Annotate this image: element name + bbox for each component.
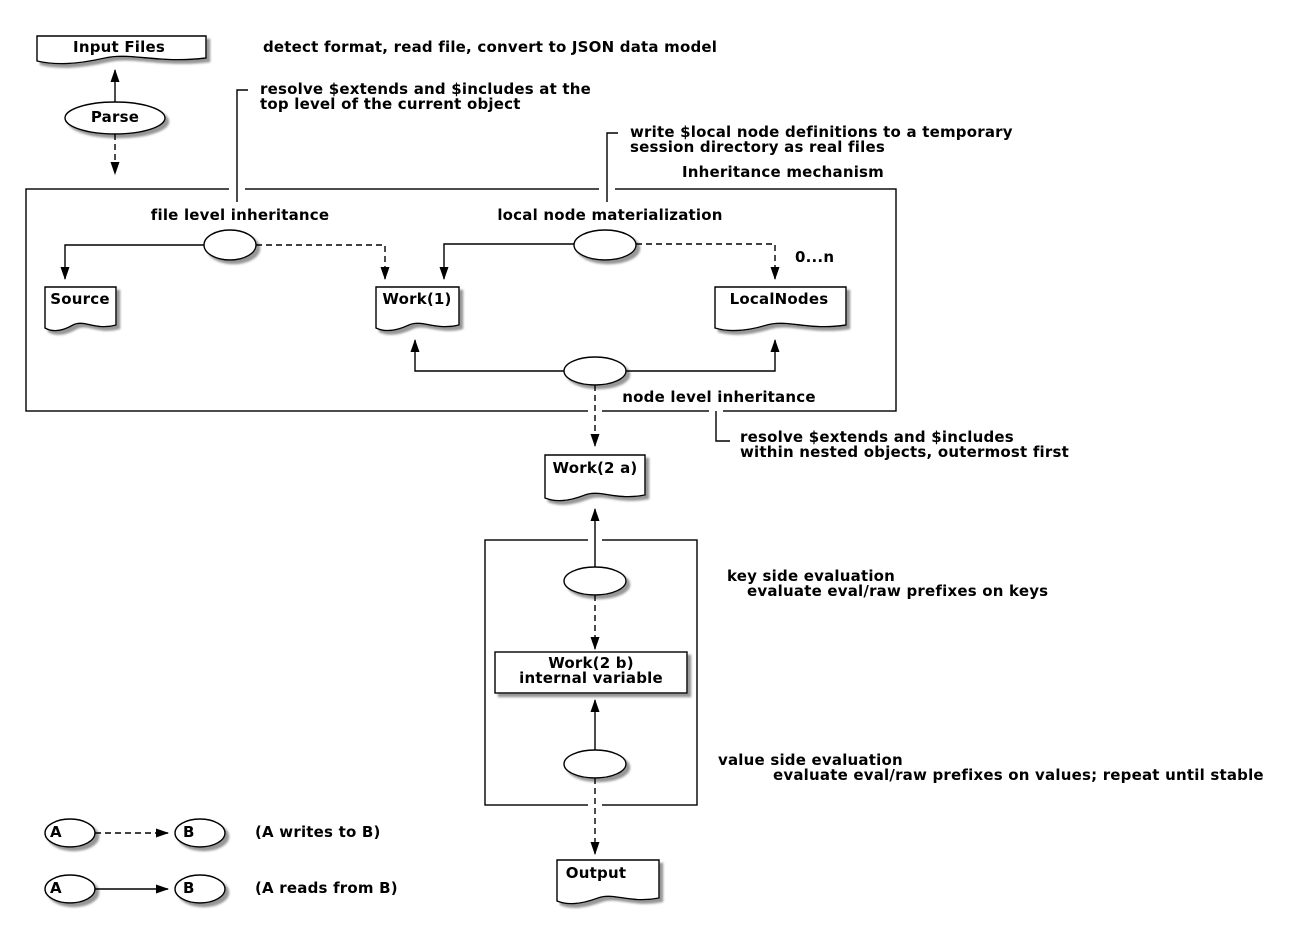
arrow-node-level-reads-localnodes: [626, 339, 780, 372]
local-node-note-line1: write $local node definitions to a tempo…: [630, 123, 1013, 141]
legend-writes-b-ellipse: [174, 818, 226, 848]
file-level-inheritance-ellipse: [203, 229, 257, 261]
localnodes-label: LocalNodes: [729, 290, 829, 308]
work2b-title-label: Work(2 b): [548, 654, 634, 672]
work1-node: [375, 286, 460, 332]
source-node: [44, 286, 117, 332]
legend-writes-caption: (A writes to B): [255, 823, 381, 841]
node-level-note-line1: resolve $extends and $includes: [740, 428, 1014, 446]
node-level-note-line2: within nested objects, outermost first: [740, 443, 1069, 461]
legend-reads-b-ellipse: [174, 874, 226, 904]
multiplicity-label: 0...n: [795, 248, 835, 266]
work1-label: Work(1): [382, 290, 452, 308]
local-node-note-line2: session directory as real files: [630, 138, 885, 156]
node-level-inheritance-label: node level inheritance: [622, 388, 816, 406]
parse-label: Parse: [90, 108, 140, 126]
arrow-file-level-reads-source: [60, 244, 204, 280]
value-side-evaluation-detail: evaluate eval/raw prefixes on values; re…: [773, 766, 1264, 784]
arrow-node-level-reads-work1: [410, 339, 564, 372]
bracket-node-level-note: [715, 411, 730, 442]
file-level-note-line2: top level of the current object: [260, 95, 521, 113]
work2a-node: [544, 454, 646, 502]
legend-reads-b-label: B: [183, 879, 195, 897]
legend-reads-caption: (A reads from B): [255, 879, 398, 897]
inheritance-mechanism-box: [25, 188, 897, 412]
output-node: [556, 859, 660, 905]
localnodes-node: [714, 286, 847, 332]
work2b-subtitle-label: internal variable: [519, 669, 663, 687]
bracket-file-level-note: [236, 89, 248, 202]
work2a-label: Work(2 a): [552, 459, 638, 477]
source-label: Source: [50, 290, 110, 308]
value-side-evaluation-ellipse: [563, 749, 627, 779]
arrow-file-level-writes-work1: [256, 244, 390, 280]
local-node-materialization-label: local node materialization: [497, 206, 723, 224]
local-node-materialization-ellipse: [573, 229, 637, 261]
node-level-inheritance-ellipse: [563, 356, 627, 386]
key-side-evaluation-detail: evaluate eval/raw prefixes on keys: [747, 582, 1049, 600]
key-side-evaluation-title: key side evaluation: [727, 567, 896, 585]
legend-writes-a-label: A: [50, 823, 62, 841]
input-files-label: Input Files: [73, 38, 165, 56]
output-label: Output: [565, 864, 627, 882]
value-side-evaluation-title: value side evaluation: [718, 751, 903, 769]
work2b-node: [494, 651, 688, 694]
file-level-note-line1: resolve $extends and $includes at the: [260, 80, 592, 98]
inheritance-mechanism-label: Inheritance mechanism: [682, 163, 884, 181]
arrow-local-node-reads-work1: [439, 243, 574, 280]
parse-note: detect format, read file, convert to JSO…: [263, 38, 718, 56]
border-gaps: [229, 187, 723, 807]
arrow-local-node-writes-localnodes: [636, 243, 780, 280]
file-level-inheritance-label: file level inheritance: [150, 206, 330, 224]
input-files-node: [36, 35, 207, 65]
legend-writes-b-label: B: [183, 823, 195, 841]
key-side-evaluation-ellipse: [563, 566, 627, 596]
bracket-local-node-note: [606, 132, 618, 202]
legend-reads-a-label: A: [50, 879, 62, 897]
